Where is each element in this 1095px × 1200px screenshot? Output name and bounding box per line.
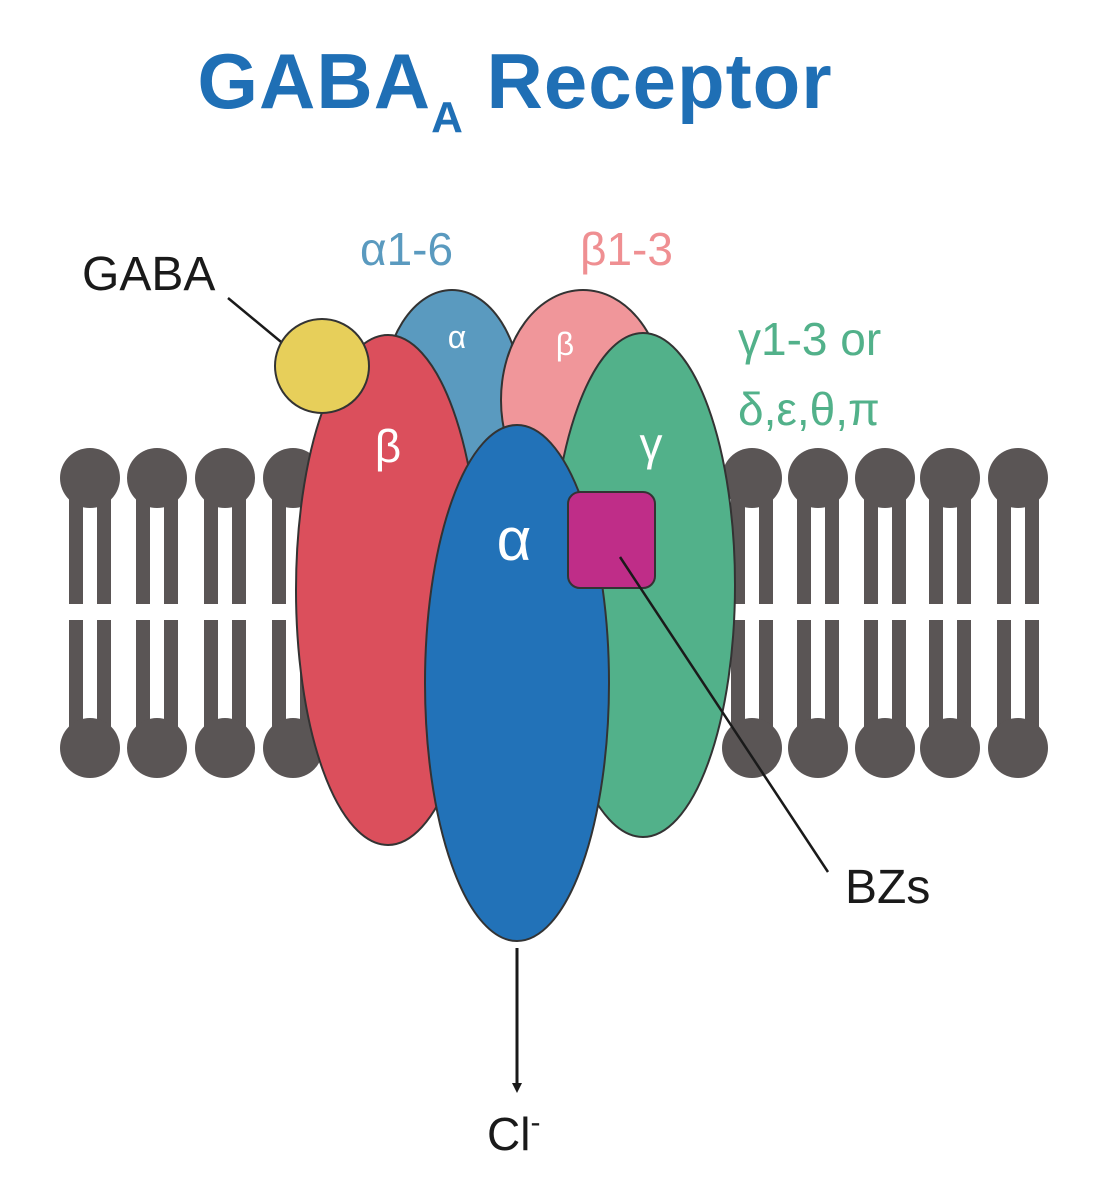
- lipid-head: [195, 448, 255, 508]
- lipid-tail: [825, 620, 839, 732]
- lipid-head: [855, 448, 915, 508]
- lipid-tail: [136, 620, 150, 732]
- gamma-family-label-line2: δ,ε,θ,π: [738, 383, 880, 435]
- bz-pointer-line: [618, 556, 830, 873]
- lipid-tail: [929, 620, 943, 732]
- lipid-head: [127, 718, 187, 778]
- lipid-bilayer: [60, 448, 1048, 778]
- lipid-head: [988, 448, 1048, 508]
- lipid-head: [788, 448, 848, 508]
- lipid-tail: [731, 620, 745, 732]
- lipid-head: [788, 718, 848, 778]
- lipid-tail: [1025, 620, 1039, 732]
- phospholipid: [722, 448, 782, 778]
- lipid-tail: [825, 496, 839, 604]
- lipid-tail: [892, 620, 906, 732]
- lipid-tail: [97, 620, 111, 732]
- phospholipid: [60, 448, 120, 778]
- lipid-tail: [272, 496, 286, 604]
- lipid-tail: [136, 496, 150, 604]
- phospholipid: [127, 448, 187, 778]
- lipid-head: [855, 718, 915, 778]
- lipid-tail: [204, 620, 218, 732]
- lipid-head: [60, 718, 120, 778]
- beta-family-label: β1-3: [580, 223, 673, 275]
- beta-front-label: β: [375, 420, 401, 472]
- lipid-head: [722, 448, 782, 508]
- lipid-tail: [1025, 496, 1039, 604]
- lipid-tail: [232, 620, 246, 732]
- lipid-head: [195, 718, 255, 778]
- lipid-tail: [797, 496, 811, 604]
- gaba-ligand-circle: [274, 318, 370, 414]
- lipid-tail: [232, 496, 246, 604]
- phospholipid: [855, 448, 915, 778]
- lipid-tail: [997, 496, 1011, 604]
- bz-binding-site: [567, 491, 656, 589]
- gaba-label: GABA: [82, 248, 215, 301]
- lipid-tail: [164, 620, 178, 732]
- lipid-head: [127, 448, 187, 508]
- chloride-ion-label: Cl-: [487, 1106, 540, 1160]
- lipid-tail: [69, 496, 83, 604]
- title-main: GABA: [197, 37, 432, 125]
- lipid-tail: [759, 496, 773, 604]
- lipid-tail: [97, 496, 111, 604]
- lipid-head: [988, 718, 1048, 778]
- phospholipid: [195, 448, 255, 778]
- lipid-tail: [272, 620, 286, 732]
- lipid-tail: [892, 496, 906, 604]
- phospholipid: [920, 448, 980, 778]
- lipid-tail: [69, 620, 83, 732]
- lipid-tail: [864, 496, 878, 604]
- diagram-title: GABAA Receptor: [0, 42, 1030, 140]
- gamma-front-label: γ: [640, 418, 663, 470]
- title-rest: Receptor: [486, 37, 833, 125]
- phospholipid: [988, 448, 1048, 778]
- lipid-head: [920, 718, 980, 778]
- lipid-head: [920, 448, 980, 508]
- alpha-family-label: α1-6: [360, 223, 453, 275]
- lipid-head: [60, 448, 120, 508]
- alpha-front-subunit: [424, 424, 610, 942]
- chloride-symbol: Cl: [487, 1108, 530, 1160]
- lipid-head: [263, 718, 323, 778]
- bzs-label: BZs: [845, 861, 930, 914]
- beta-back-label: β: [556, 326, 574, 362]
- lipid-tail: [864, 620, 878, 732]
- gamma-family-label-line1: γ1-3 or: [738, 313, 881, 365]
- alpha-front-label: α: [497, 506, 532, 573]
- lipid-tail: [759, 620, 773, 732]
- alpha-back-label: α: [448, 319, 467, 355]
- lipid-tail: [164, 496, 178, 604]
- chloride-charge: -: [530, 1106, 540, 1139]
- lipid-tail: [957, 620, 971, 732]
- phospholipid: [788, 448, 848, 778]
- lipid-tail: [797, 620, 811, 732]
- lipid-tail: [204, 496, 218, 604]
- title-subscript: A: [431, 93, 464, 142]
- lipid-tail: [957, 496, 971, 604]
- lipid-tail: [929, 496, 943, 604]
- lipid-tail: [997, 620, 1011, 732]
